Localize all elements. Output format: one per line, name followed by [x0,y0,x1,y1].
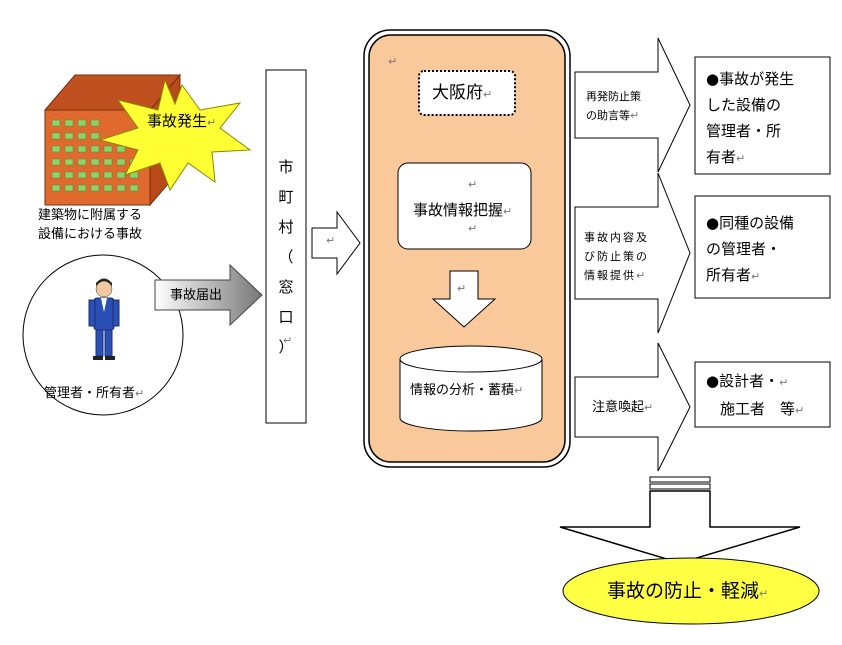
return-mark: ↵ [283,334,293,347]
output-arrow-2-label: 事故内容及 び防止策の 情報提供↵ [584,231,649,282]
output-box-1-text: ●事故が発生 した設備の 管理者・所 有者↵ [706,70,795,166]
output-box-3 [694,361,831,428]
businessman-icon [88,278,120,360]
down-arrow-to-database [431,270,497,328]
person-caption: 管理者・所有者↵ [44,386,145,401]
prefecture-title: 大阪府↵ [432,83,493,103]
municipality-box [265,69,307,424]
database-label: 情報の分析・蓄積↵ [410,383,524,398]
accident-burst-shape [98,78,252,192]
output-arrow-1-label: 再発防止策 の助言等↵ [586,90,641,122]
output-arrow-3-label: 注意喚起↵ [592,400,654,415]
result-label: 事故の防止・軽減↵ [607,580,769,602]
return-mark: ↵ [468,178,478,191]
report-arrow-label: 事故届出 [170,288,223,303]
output-arrow-2 [574,172,691,334]
output-arrow-3 [574,342,691,472]
prefecture-title-box [418,70,516,116]
output-box-1 [694,56,831,175]
info-grasp-label: 事故情報把握↵ [413,201,513,219]
return-mark: ↵ [468,222,478,235]
return-mark: ↵ [457,282,467,295]
municipality-label: 市 町 村 （ 窓 口 ） [278,158,294,356]
return-mark: ↵ [388,55,398,68]
accident-burst-label: 事故発生↵ [147,112,217,130]
output-box-3-text: ●設計者・↵ 施工者 等↵ [706,372,805,418]
output-arrow-1 [574,37,691,173]
info-grasp-box [397,162,532,250]
database-cylinder [399,345,543,432]
output-box-2-text: ●同種の設備 の管理者・ 所有者↵ [706,214,795,284]
report-arrow [154,263,263,327]
output-box-2 [694,195,831,299]
building-caption: 建築物に附属する 設備における事故 [38,208,143,242]
municipality-to-prefecture-arrow [311,210,361,276]
return-mark: ↵ [326,234,336,247]
result-arrow [559,476,801,564]
result-ellipse [562,557,820,625]
